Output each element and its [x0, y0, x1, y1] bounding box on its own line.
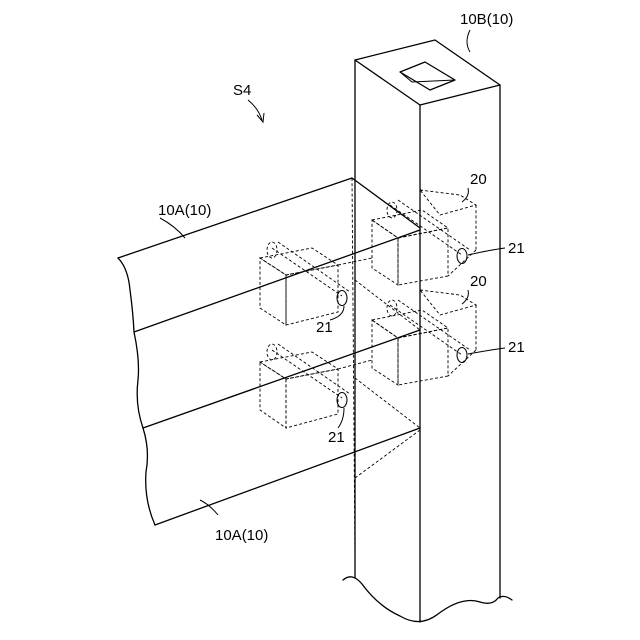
pin-lower-right — [457, 348, 467, 363]
figure-label: S4 — [233, 82, 251, 99]
fitting-upper-left — [260, 242, 350, 325]
beam-upper-end-edge — [352, 178, 420, 228]
pin-lower-left — [337, 393, 347, 408]
beam-break-line — [118, 258, 155, 525]
pin-upper-left — [337, 291, 347, 306]
fitting-lower-right — [372, 290, 476, 385]
labels: S4 10B(10) 10A(10) 10A(10) 20 20 21 21 2… — [158, 11, 525, 544]
column-break-line — [343, 577, 512, 622]
column-10b — [343, 40, 512, 622]
beam-upper-bottom-edge — [134, 230, 420, 332]
label-pin-lower-right: 21 — [508, 339, 525, 356]
beam-lower-bottom-edge — [155, 428, 420, 525]
pin-upper-right — [457, 249, 467, 264]
label-column: 10B(10) — [460, 11, 513, 28]
label-fitting-upper: 20 — [470, 171, 487, 188]
beam-upper-top-edge — [118, 178, 352, 258]
label-pin-lower-left: 21 — [328, 429, 345, 446]
column-hollow-opening — [400, 62, 455, 90]
label-fitting-lower: 20 — [470, 273, 487, 290]
hidden-lines — [260, 178, 476, 560]
label-pin-upper-left: 21 — [316, 319, 333, 336]
beam-10a — [118, 178, 420, 525]
beam-lower-top-edge — [143, 330, 420, 428]
label-beam-lower: 10A(10) — [215, 527, 268, 544]
fitting-lower-left — [260, 344, 350, 428]
label-beam-upper: 10A(10) — [158, 202, 211, 219]
column-top-face — [355, 40, 500, 105]
label-pin-upper-right: 21 — [508, 240, 525, 257]
pins-21 — [337, 249, 467, 408]
